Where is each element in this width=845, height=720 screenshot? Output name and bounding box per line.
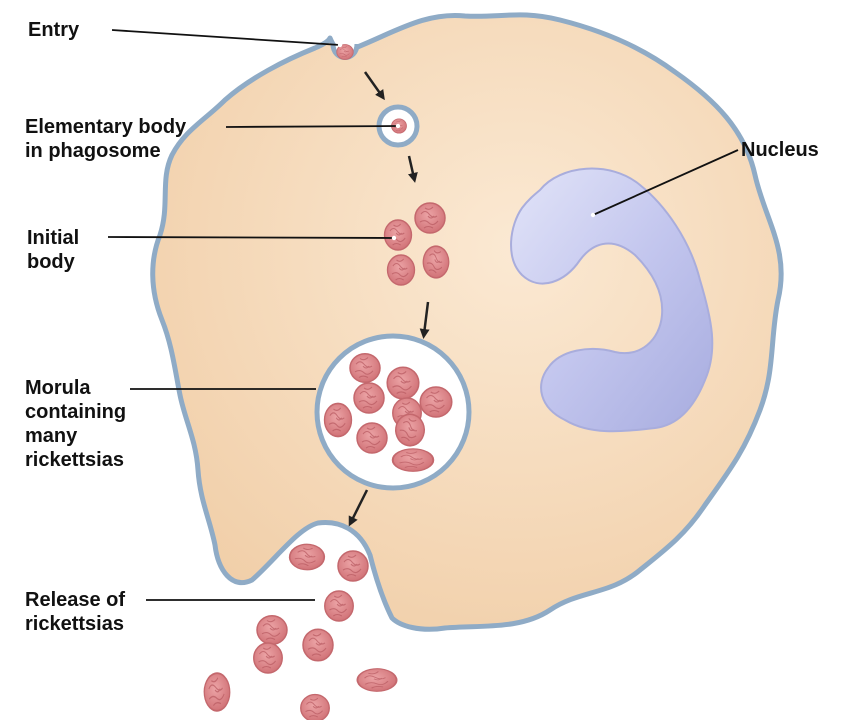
label-elementary-body: Elementary body in phagosome [25, 115, 186, 163]
label-initial-body: Initial body [27, 226, 79, 274]
label-release: Release of rickettsias [25, 588, 125, 636]
leader-elementary-body [226, 126, 398, 127]
label-entry: Entry [28, 18, 79, 42]
label-morula: Morula containing many rickettsias [25, 376, 126, 472]
leader-initial-body [108, 237, 394, 238]
morula [317, 336, 469, 488]
entry-pit [333, 44, 357, 60]
leader-entry [112, 30, 340, 45]
label-nucleus: Nucleus [741, 138, 819, 162]
